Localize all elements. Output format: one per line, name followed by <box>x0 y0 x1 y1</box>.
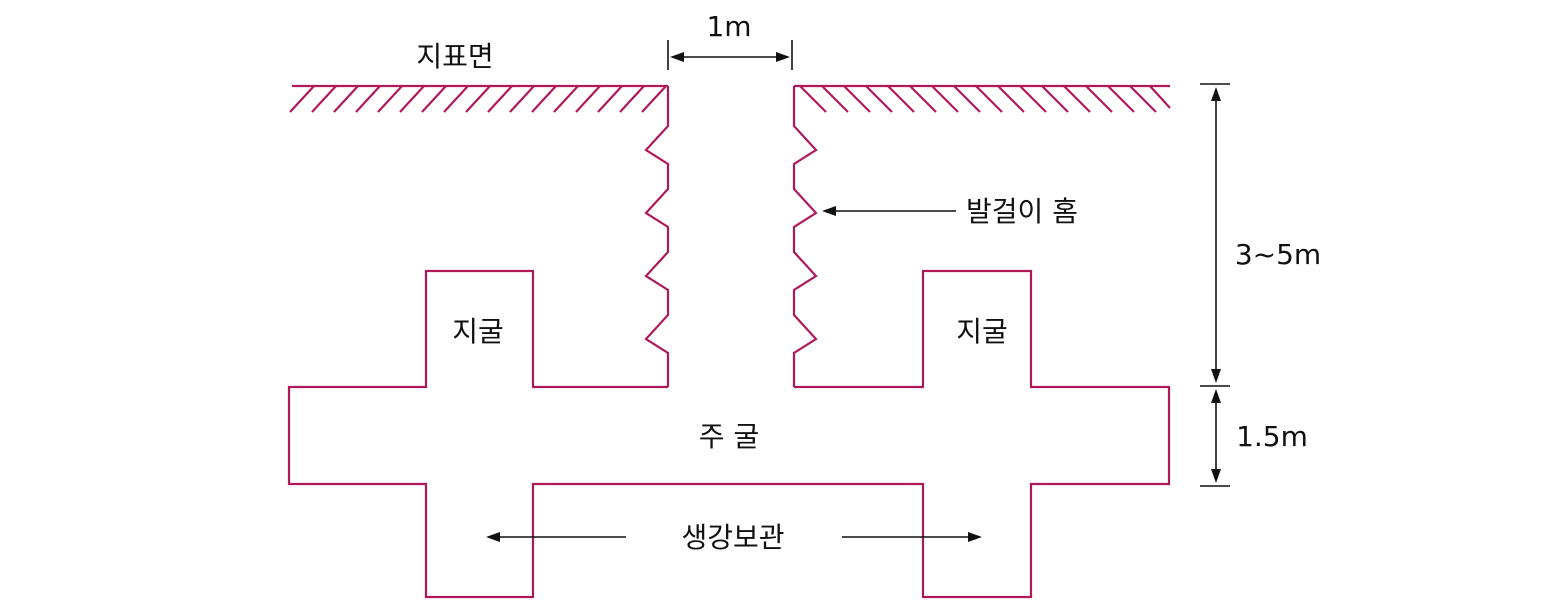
ground-hatching-left <box>289 85 667 113</box>
depth-arrowhead-top <box>1211 87 1221 101</box>
shaft-width-arrowhead-left <box>670 52 684 62</box>
foothold-grooves-label: 발걸이 홈 <box>966 195 1078 228</box>
shaft-width-dimension <box>667 40 793 70</box>
shaft-depth-dimension <box>1200 83 1230 387</box>
ground-hatching-right <box>799 85 1171 113</box>
ground-surface-left <box>289 84 668 113</box>
main-tunnel-height-label: 1.5m <box>1236 420 1308 453</box>
foothold-pointer-arrowhead <box>822 206 836 216</box>
tunnel-outline-left <box>287 269 1171 599</box>
ground-surface-label: 지표면 <box>416 40 493 73</box>
storage-arrow-left-head <box>486 532 500 542</box>
storage-arrow-right-head <box>968 532 982 542</box>
height-arrowhead-bottom <box>1211 469 1221 483</box>
height-arrowhead-top <box>1211 389 1221 403</box>
ginger-storage-label: 생강보관 <box>681 521 784 554</box>
ground-surface-right <box>794 84 1171 113</box>
shaft-width-arrowhead-right <box>776 52 790 62</box>
main-tunnel-height-dimension <box>1200 398 1230 487</box>
main-tunnel-label: 주 굴 <box>699 420 759 453</box>
shaft-depth-label: 3~5m <box>1235 238 1321 271</box>
side-tunnel-left-label: 지굴 <box>452 315 504 348</box>
shaft-width-label: 1m <box>706 10 751 43</box>
depth-arrowhead-bottom <box>1211 369 1221 383</box>
shaft-right-wall <box>792 86 818 387</box>
shaft-left-wall <box>644 86 670 387</box>
side-tunnel-right-label: 지굴 <box>956 315 1008 348</box>
